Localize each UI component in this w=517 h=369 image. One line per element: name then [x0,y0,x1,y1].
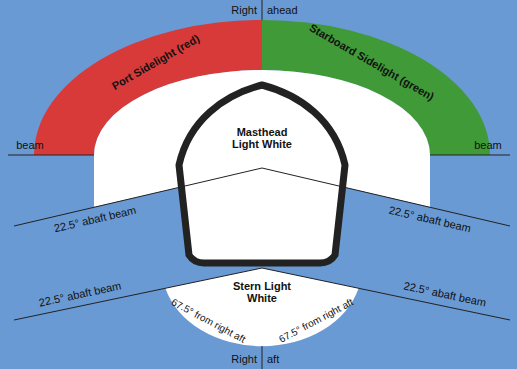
hull-fill [179,85,345,263]
sector-line [14,168,262,226]
stern-light-area: Stern Light White [229,280,295,304]
stern-sector [165,268,358,346]
light-name: Masthead Light White [229,126,295,150]
sector-line [262,268,510,320]
direction-label: ahead [267,4,298,16]
angle-label: 22.5° abaft beam [38,279,123,308]
beam-line [430,155,510,156]
hull-outline [179,85,345,263]
sector-line [262,168,510,226]
direction-label: aft [267,353,279,365]
light-name: Stern Light White [229,280,295,304]
direction-label: Right [231,4,257,16]
masthead-light-area: Masthead Light White [229,126,295,150]
direction-label: Right [231,353,257,365]
beam-line [8,155,94,156]
angle-label: 22.5° abaft beam [403,279,488,308]
sector-line [14,268,262,320]
aft-line [262,346,263,369]
angle-label: 22.5° abaft beam [388,204,472,235]
angle-label: 22.5° abaft beam [53,204,137,235]
beam-label: beam [474,139,502,151]
beam-label: beam [16,139,44,151]
ahead-line [262,0,263,20]
